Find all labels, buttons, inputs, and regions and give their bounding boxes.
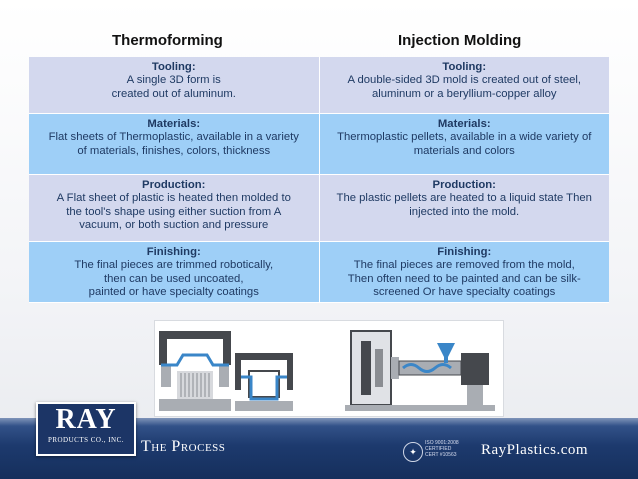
cell-text: Flat sheets of Thermoplastic, available … — [48, 131, 299, 157]
table-row-tooling: Tooling: A single 3D form is created out… — [29, 57, 609, 114]
thermoforming-production-cell: Production: A Flat sheet of plastic is h… — [29, 174, 320, 242]
injection-production-cell: Production: The plastic pellets are heat… — [319, 174, 609, 242]
thermoforming-materials-cell: Materials: Flat sheets of Thermoplastic,… — [29, 113, 320, 175]
cell-label: Tooling: — [442, 61, 487, 73]
certification-seal-icon: ✦ — [403, 442, 423, 462]
injection-molding-header: Injection Molding — [398, 32, 522, 49]
process-illustration-panel — [154, 320, 504, 417]
cell-label: Production: — [432, 179, 496, 191]
table-row-finishing: Finishing: The final pieces are trimmed … — [29, 241, 609, 303]
cell-text: The final pieces are removed from the mo… — [347, 259, 581, 298]
thermoforming-tooling-cell: Tooling: A single 3D form is created out… — [29, 57, 320, 114]
cell-label: Production: — [142, 179, 206, 191]
thermoforming-finishing-cell: Finishing: The final pieces are trimmed … — [29, 241, 320, 303]
injection-molding-machine-illustration — [345, 330, 495, 411]
cell-label: Tooling: — [151, 61, 196, 73]
table-row-materials: Materials: Flat sheets of Thermoplastic,… — [29, 113, 609, 175]
process-illustration — [159, 330, 495, 411]
injection-materials-cell: Materials: Thermoplastic pellets, availa… — [319, 113, 609, 175]
comparison-table: Tooling: A single 3D form is created out… — [29, 57, 609, 303]
website-link[interactable]: RayPlastics.com — [481, 442, 589, 458]
injection-tooling-cell: Tooling: A double-sided 3D mold is creat… — [319, 57, 609, 114]
logo-main-text: RAY — [55, 404, 117, 435]
cell-text: A Flat sheet of plastic is heated then m… — [56, 192, 291, 231]
cell-label: Finishing: — [437, 246, 492, 258]
cell-label: Finishing: — [146, 246, 201, 258]
injection-finishing-cell: Finishing: The final pieces are removed … — [319, 241, 609, 303]
cell-text: The plastic pellets are heated to a liqu… — [336, 192, 592, 218]
cell-label: Materials: — [147, 118, 201, 130]
certification-text: ISO 9001:2008 CERTIFIED CERT #10563 — [425, 440, 459, 458]
section-title: The Process — [141, 438, 226, 455]
cell-text: A double-sided 3D mold is created out of… — [347, 74, 582, 100]
cell-text: A single 3D form is created out of alumi… — [111, 74, 236, 100]
thermoforming-header: Thermoforming — [112, 32, 223, 49]
table-row-production: Production: A Flat sheet of plastic is h… — [29, 174, 609, 242]
logo-sub-text: PRODUCTS CO., INC. — [47, 436, 125, 444]
cell-text: Thermoplastic pellets, available in a wi… — [337, 131, 592, 157]
cell-text: The final pieces are trimmed robotically… — [74, 259, 274, 298]
thermoforming-mold-illustration — [235, 353, 293, 411]
ray-products-logo[interactable]: RAY PRODUCTS CO., INC. — [36, 402, 136, 456]
thermoforming-machine-illustration — [159, 331, 231, 411]
cell-label: Materials: — [437, 118, 491, 130]
